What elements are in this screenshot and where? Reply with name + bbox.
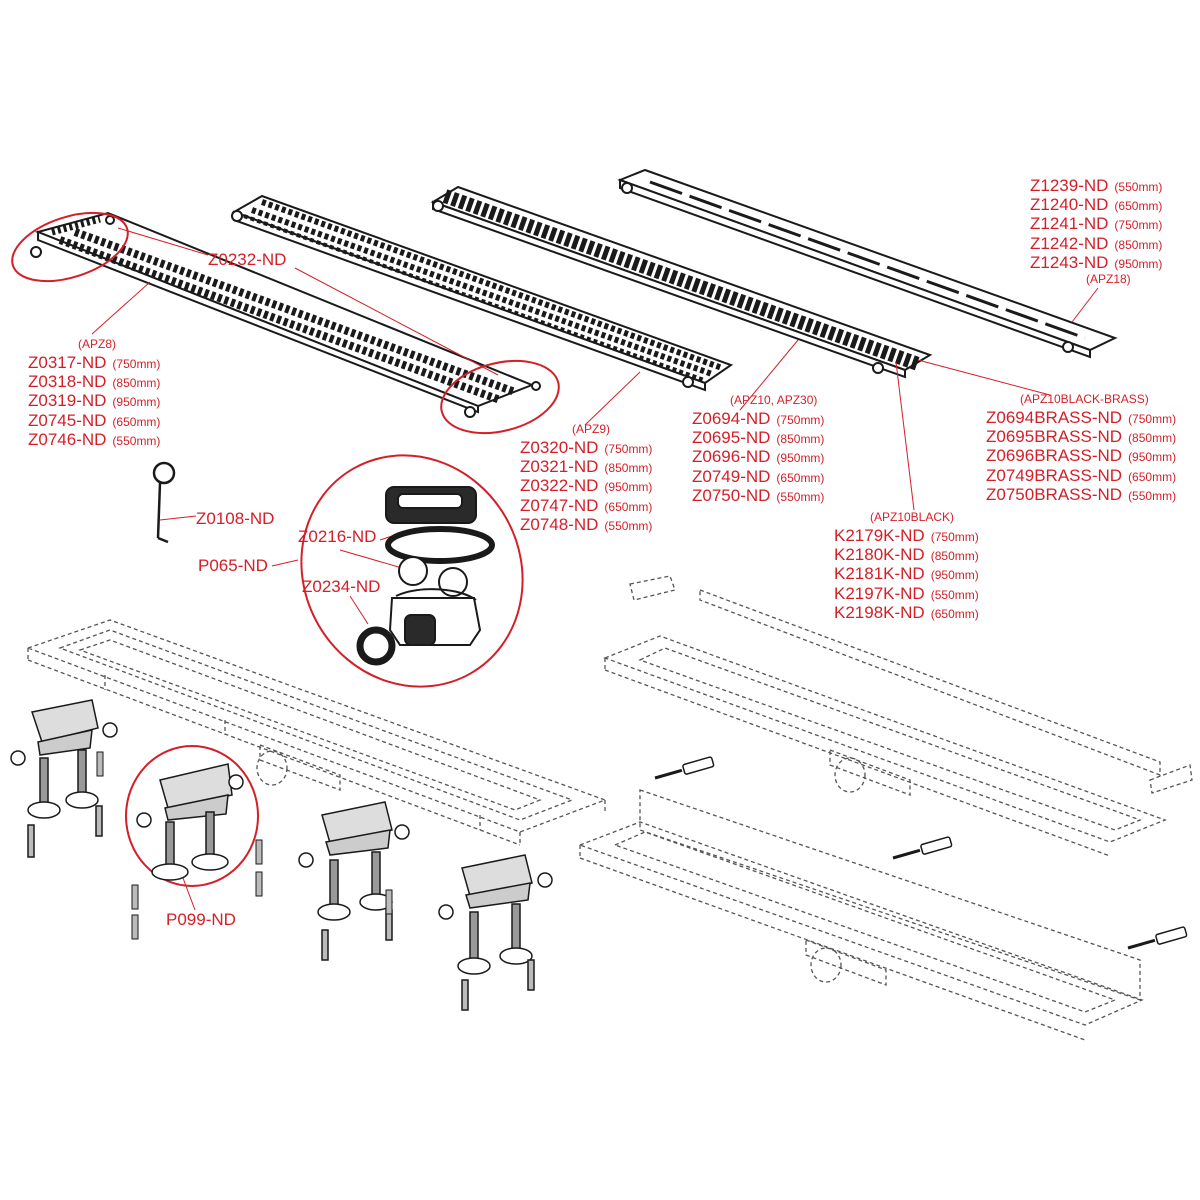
highlight-circles — [11, 211, 560, 887]
callout-z0232: Z0232-ND — [208, 250, 287, 269]
part-group-apz10-black-brass: (APZ10BLACK-BRASS) Z0694BRASS-ND(750mm) … — [986, 392, 1176, 504]
grate-apz18 — [617, 168, 1118, 359]
series-label: (APZ9) — [572, 422, 611, 436]
leg-set-2-highlighted — [136, 763, 244, 881]
siphon-assembly-p065 — [356, 486, 495, 666]
part-row: Z0319-ND(950mm) — [28, 391, 161, 411]
part-row: Z0694BRASS-ND(750mm) — [986, 408, 1177, 427]
leg-set-1 — [10, 699, 118, 858]
part-row: Z0695BRASS-ND(850mm) — [986, 427, 1177, 447]
callout-p099: P099-ND — [166, 910, 236, 929]
grate-apz10 — [430, 185, 933, 379]
part-row: Z0695-ND(850mm) — [692, 428, 825, 448]
part-row: Z0321-ND(850mm) — [520, 457, 653, 477]
loose-screws — [96, 751, 393, 940]
wall-anchors — [654, 756, 1188, 950]
part-group-apz9: (APZ9) Z0320-ND(750mm) Z0321-ND(850mm) Z… — [520, 422, 652, 534]
part-row: Z0749-ND(650mm) — [692, 466, 825, 486]
part-row: Z0696-ND(950mm) — [692, 447, 825, 467]
part-row: Z0322-ND(950mm) — [520, 476, 653, 496]
part-row: K2197K-ND(550mm) — [834, 583, 979, 603]
part-row: Z0317-ND(750mm) — [28, 353, 161, 372]
callout-z0234: Z0234-ND — [302, 577, 381, 596]
series-label: (APZ10BLACK-BRASS) — [1020, 392, 1149, 406]
callout-z0108: Z0108-ND — [196, 509, 275, 528]
part-row: Z0750BRASS-ND(550mm) — [986, 484, 1177, 504]
part-group-apz18: Z1239-ND(550mm) Z1240-ND(650mm) Z1241-ND… — [1030, 176, 1162, 288]
part-row: Z1243-ND(950mm) — [1030, 252, 1163, 272]
part-row: Z0694-ND(750mm) — [692, 409, 825, 428]
part-row: Z0749BRASS-ND(650mm) — [986, 465, 1177, 485]
drain-channel-left — [26, 619, 607, 846]
part-row: Z1241-ND(750mm) — [1030, 214, 1163, 234]
callout-p065: P065-ND — [198, 556, 268, 575]
part-row: K2181K-ND(950mm) — [834, 564, 979, 584]
series-label: (APZ10, APZ30) — [730, 393, 818, 407]
part-row: Z0747-ND(650mm) — [520, 495, 653, 515]
part-row: Z1242-ND(850mm) — [1030, 233, 1163, 253]
drain-channel-right-upper — [603, 575, 1193, 857]
part-row: K2180K-ND(850mm) — [834, 545, 979, 565]
part-row: Z0318-ND(850mm) — [28, 372, 161, 392]
part-group-apz8: (APZ8) Z0317-ND(750mm) Z0318-ND(850mm) Z… — [28, 337, 160, 449]
part-row: Z0745-ND(650mm) — [28, 410, 161, 430]
part-row: Z0696BRASS-ND(950mm) — [986, 446, 1177, 466]
part-group-apz10: (APZ10, APZ30) Z0694-ND(750mm) Z0695-ND(… — [692, 393, 824, 505]
grate-apz8-perforation — [51, 215, 517, 404]
part-row: Z0320-ND(750mm) — [520, 438, 653, 457]
hook-part-z0108 — [152, 461, 176, 544]
leg-set-3 — [298, 801, 410, 961]
part-row: Z0746-ND(550mm) — [28, 429, 161, 449]
leg-set-4 — [438, 854, 553, 1011]
series-label: (APZ8) — [78, 337, 117, 351]
drain-channel-right-lower — [578, 789, 1144, 1041]
part-row: Z0750-ND(550mm) — [692, 485, 825, 505]
part-row: K2198K-ND(650mm) — [834, 602, 979, 622]
grate-apz8 — [30, 211, 541, 418]
grate-apz9 — [231, 194, 734, 392]
part-row: Z0748-ND(550mm) — [520, 514, 653, 534]
part-row: K2179K-ND(750mm) — [834, 526, 979, 545]
series-label: (APZ10BLACK) — [870, 510, 955, 524]
part-group-apz10black: (APZ10BLACK) K2179K-ND(750mm) K2180K-ND(… — [834, 510, 979, 622]
part-row: Z1240-ND(650mm) — [1030, 195, 1163, 215]
part-row: Z1239-ND(550mm) — [1030, 176, 1163, 195]
callout-z0216: Z0216-ND — [298, 527, 377, 546]
series-label: (APZ18) — [1086, 271, 1131, 286]
